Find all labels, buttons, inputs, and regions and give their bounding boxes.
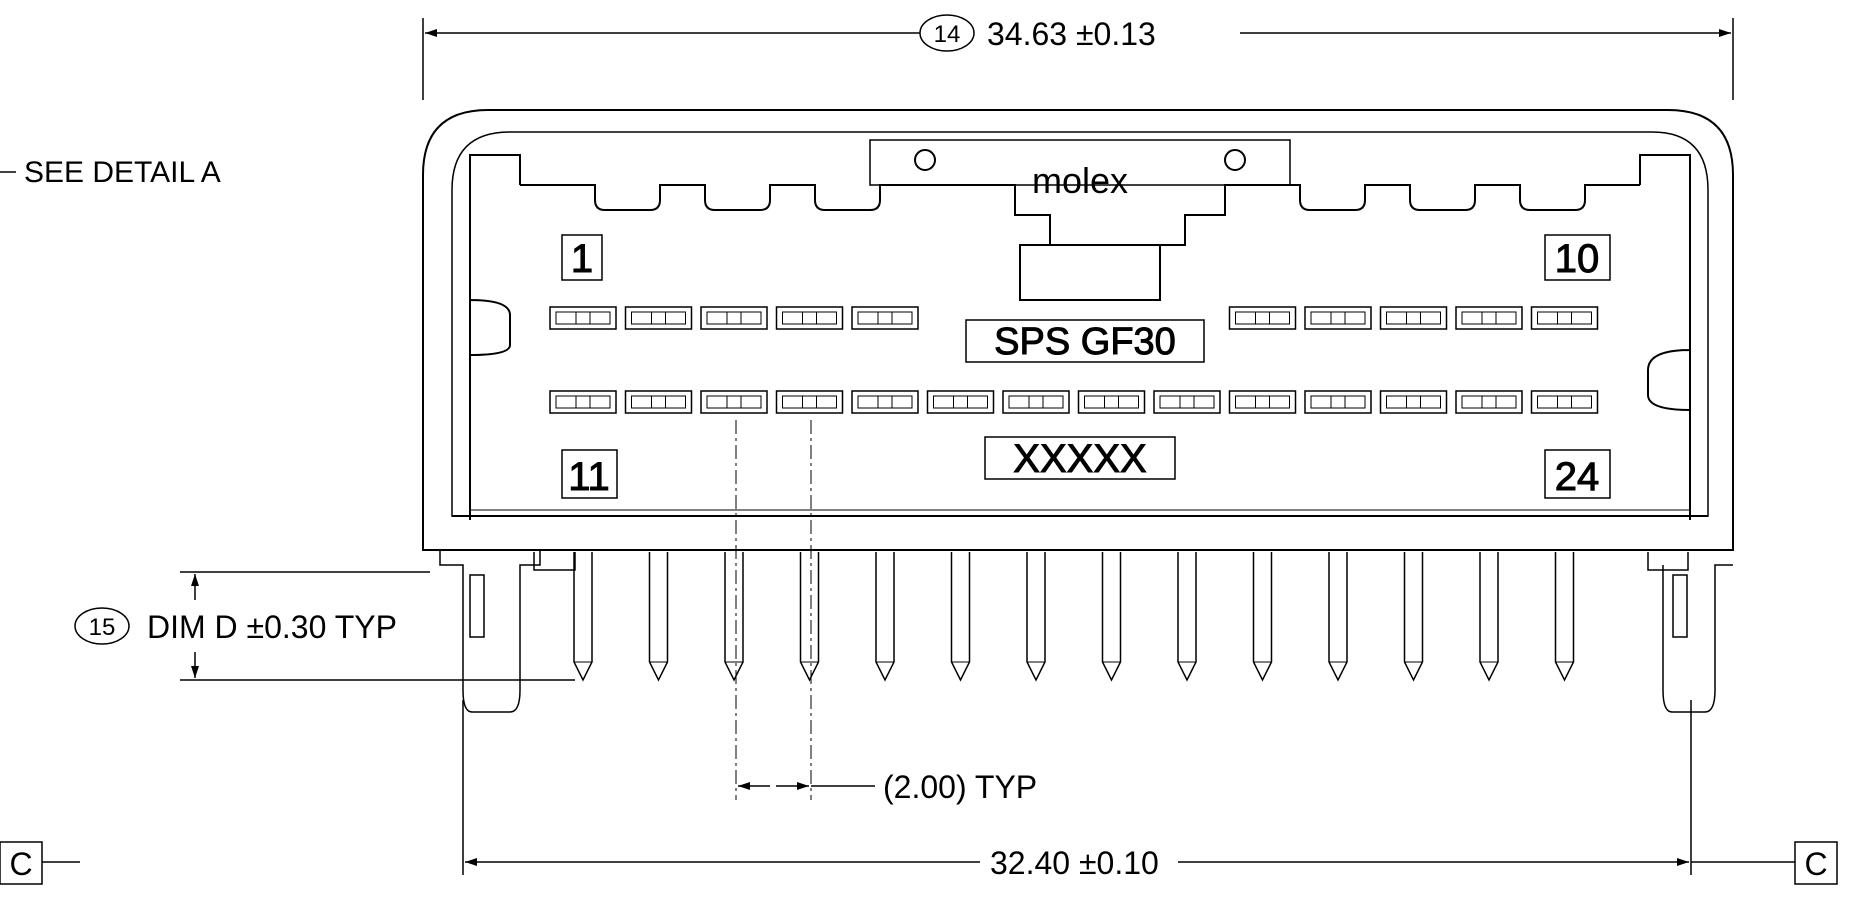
contact-slot xyxy=(1228,306,1297,330)
contact-slot xyxy=(1077,390,1146,414)
datum-right: C xyxy=(1804,846,1827,882)
overall-width-balloon: 14 xyxy=(934,21,961,48)
contact-slot xyxy=(851,390,919,414)
contact-slot xyxy=(700,390,768,414)
pin-length-value: DIM D ±0.30 TYP xyxy=(147,609,397,645)
pcb-lead xyxy=(1026,552,1046,682)
contact-slot xyxy=(1304,390,1372,414)
pin-number-10: 10 xyxy=(1555,237,1600,281)
pcb-lead xyxy=(1554,552,1575,682)
contact-slot xyxy=(775,306,844,330)
board-locks xyxy=(439,550,1733,713)
contact-slot xyxy=(1304,306,1372,330)
pcb-lead xyxy=(724,552,744,682)
dimension-lines xyxy=(0,18,1795,875)
pcb-leads xyxy=(573,552,1575,682)
contact-slot xyxy=(1379,306,1448,330)
contact-slots xyxy=(549,306,1599,414)
contact-slot xyxy=(549,306,617,330)
contact-slot xyxy=(624,306,693,330)
brand-marking: molex xyxy=(1032,160,1128,201)
contact-slot xyxy=(1002,390,1070,414)
contact-slot xyxy=(1228,390,1297,414)
contact-slot xyxy=(700,306,768,330)
contact-slot xyxy=(1379,390,1448,414)
contact-slot xyxy=(1455,306,1523,330)
peg-span-value: 32.40 ±0.10 xyxy=(990,845,1159,881)
dimension-texts: 14 34.63 ±0.13 15 DIM D ±0.30 TYP (2.00)… xyxy=(0,14,1838,885)
overall-width-value: 34.63 ±0.13 xyxy=(987,16,1156,52)
part-marking: SPS GF30 xyxy=(994,321,1176,363)
pin-length-balloon: 15 xyxy=(89,614,116,641)
pcb-lead xyxy=(1403,552,1424,682)
datum-left: C xyxy=(9,846,32,882)
contact-slot xyxy=(624,390,693,414)
pcb-lead xyxy=(875,552,895,682)
contact-slot xyxy=(851,306,919,330)
pcb-lead xyxy=(950,552,971,682)
contact-slot xyxy=(926,390,995,414)
contact-slot xyxy=(549,390,617,414)
contact-slot xyxy=(1530,390,1599,414)
pin-number-24: 24 xyxy=(1555,455,1600,499)
pcb-lead xyxy=(1479,552,1499,682)
pitch-value: (2.00) TYP xyxy=(883,769,1037,805)
connector-housing xyxy=(422,109,1734,551)
pcb-lead xyxy=(1101,552,1122,682)
pcb-lead xyxy=(799,552,820,682)
pin-number-11: 11 xyxy=(568,455,610,499)
code-marking: XXXXX xyxy=(1013,437,1146,481)
contact-slot xyxy=(1153,390,1221,414)
contact-slot xyxy=(1530,306,1599,330)
pcb-lead xyxy=(648,552,669,682)
pcb-lead xyxy=(1328,552,1348,682)
housing-markings: molex SPS GF30 XXXXX 1 10 11 24 xyxy=(561,160,1611,500)
pcb-lead xyxy=(573,552,593,682)
contact-slot xyxy=(1455,390,1523,414)
pcb-lead xyxy=(1177,552,1197,682)
pcb-lead xyxy=(1252,552,1273,682)
pin-number-1: 1 xyxy=(571,237,593,281)
contact-slot xyxy=(775,390,844,414)
detail-callout: SEE DETAIL A xyxy=(24,156,221,189)
